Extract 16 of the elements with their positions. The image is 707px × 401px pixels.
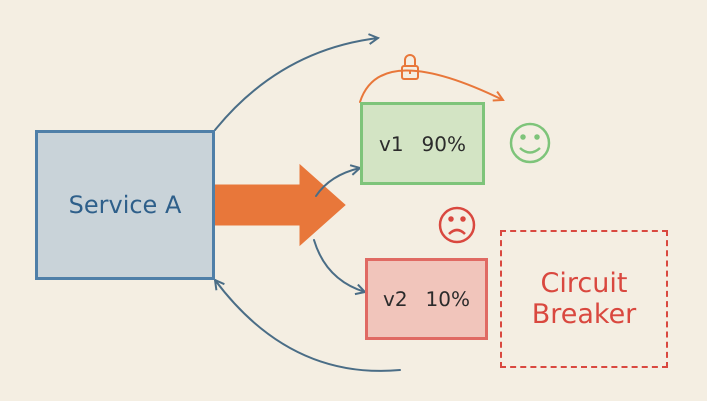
version-box [365,258,488,340]
node-label: Circuit Breaker [530,268,638,330]
arrow [214,33,379,131]
thick-arrow [214,164,346,246]
arrow [359,70,504,103]
node-label: 10% [426,287,470,311]
circuit-breaker-box [500,230,668,368]
arrow [313,239,366,295]
node-label: 90% [422,132,466,156]
node-label: Service A [68,191,182,219]
node-label: v1 [378,132,404,156]
arrow [214,279,401,372]
service-box [35,130,215,280]
version-box [360,102,485,185]
node-label: v2 [382,287,408,311]
arrow [315,164,361,197]
